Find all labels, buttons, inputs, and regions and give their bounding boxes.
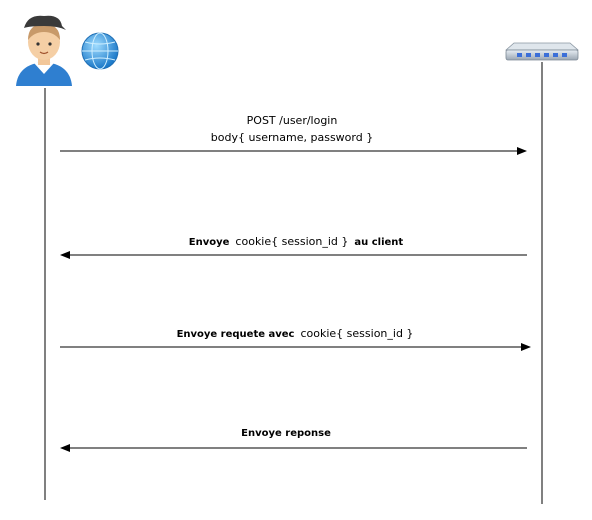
user-avatar-icon xyxy=(16,15,72,86)
message-4-label: Envoye reponse xyxy=(241,426,331,439)
message-1-line1: POST /user/login xyxy=(246,114,338,127)
network-switch-icon xyxy=(504,42,580,61)
message-2-bold-a: Envoye xyxy=(188,237,230,248)
message-2-text: cookie{ session_id } xyxy=(235,235,349,248)
message-2-label: Envoye cookie{ session_id } au client xyxy=(189,235,403,248)
message-3-text: cookie{ session_id } xyxy=(300,327,414,340)
message-2-bold-b: au client xyxy=(354,237,404,248)
globe-icon xyxy=(81,32,119,70)
message-3-bold-a: Envoye requete avec xyxy=(176,329,295,340)
message-1-line2: body{ username, password } xyxy=(210,131,374,144)
message-4-bold-a: Envoye reponse xyxy=(241,428,331,439)
message-3-label: Envoye requete avec cookie{ session_id } xyxy=(177,327,414,340)
